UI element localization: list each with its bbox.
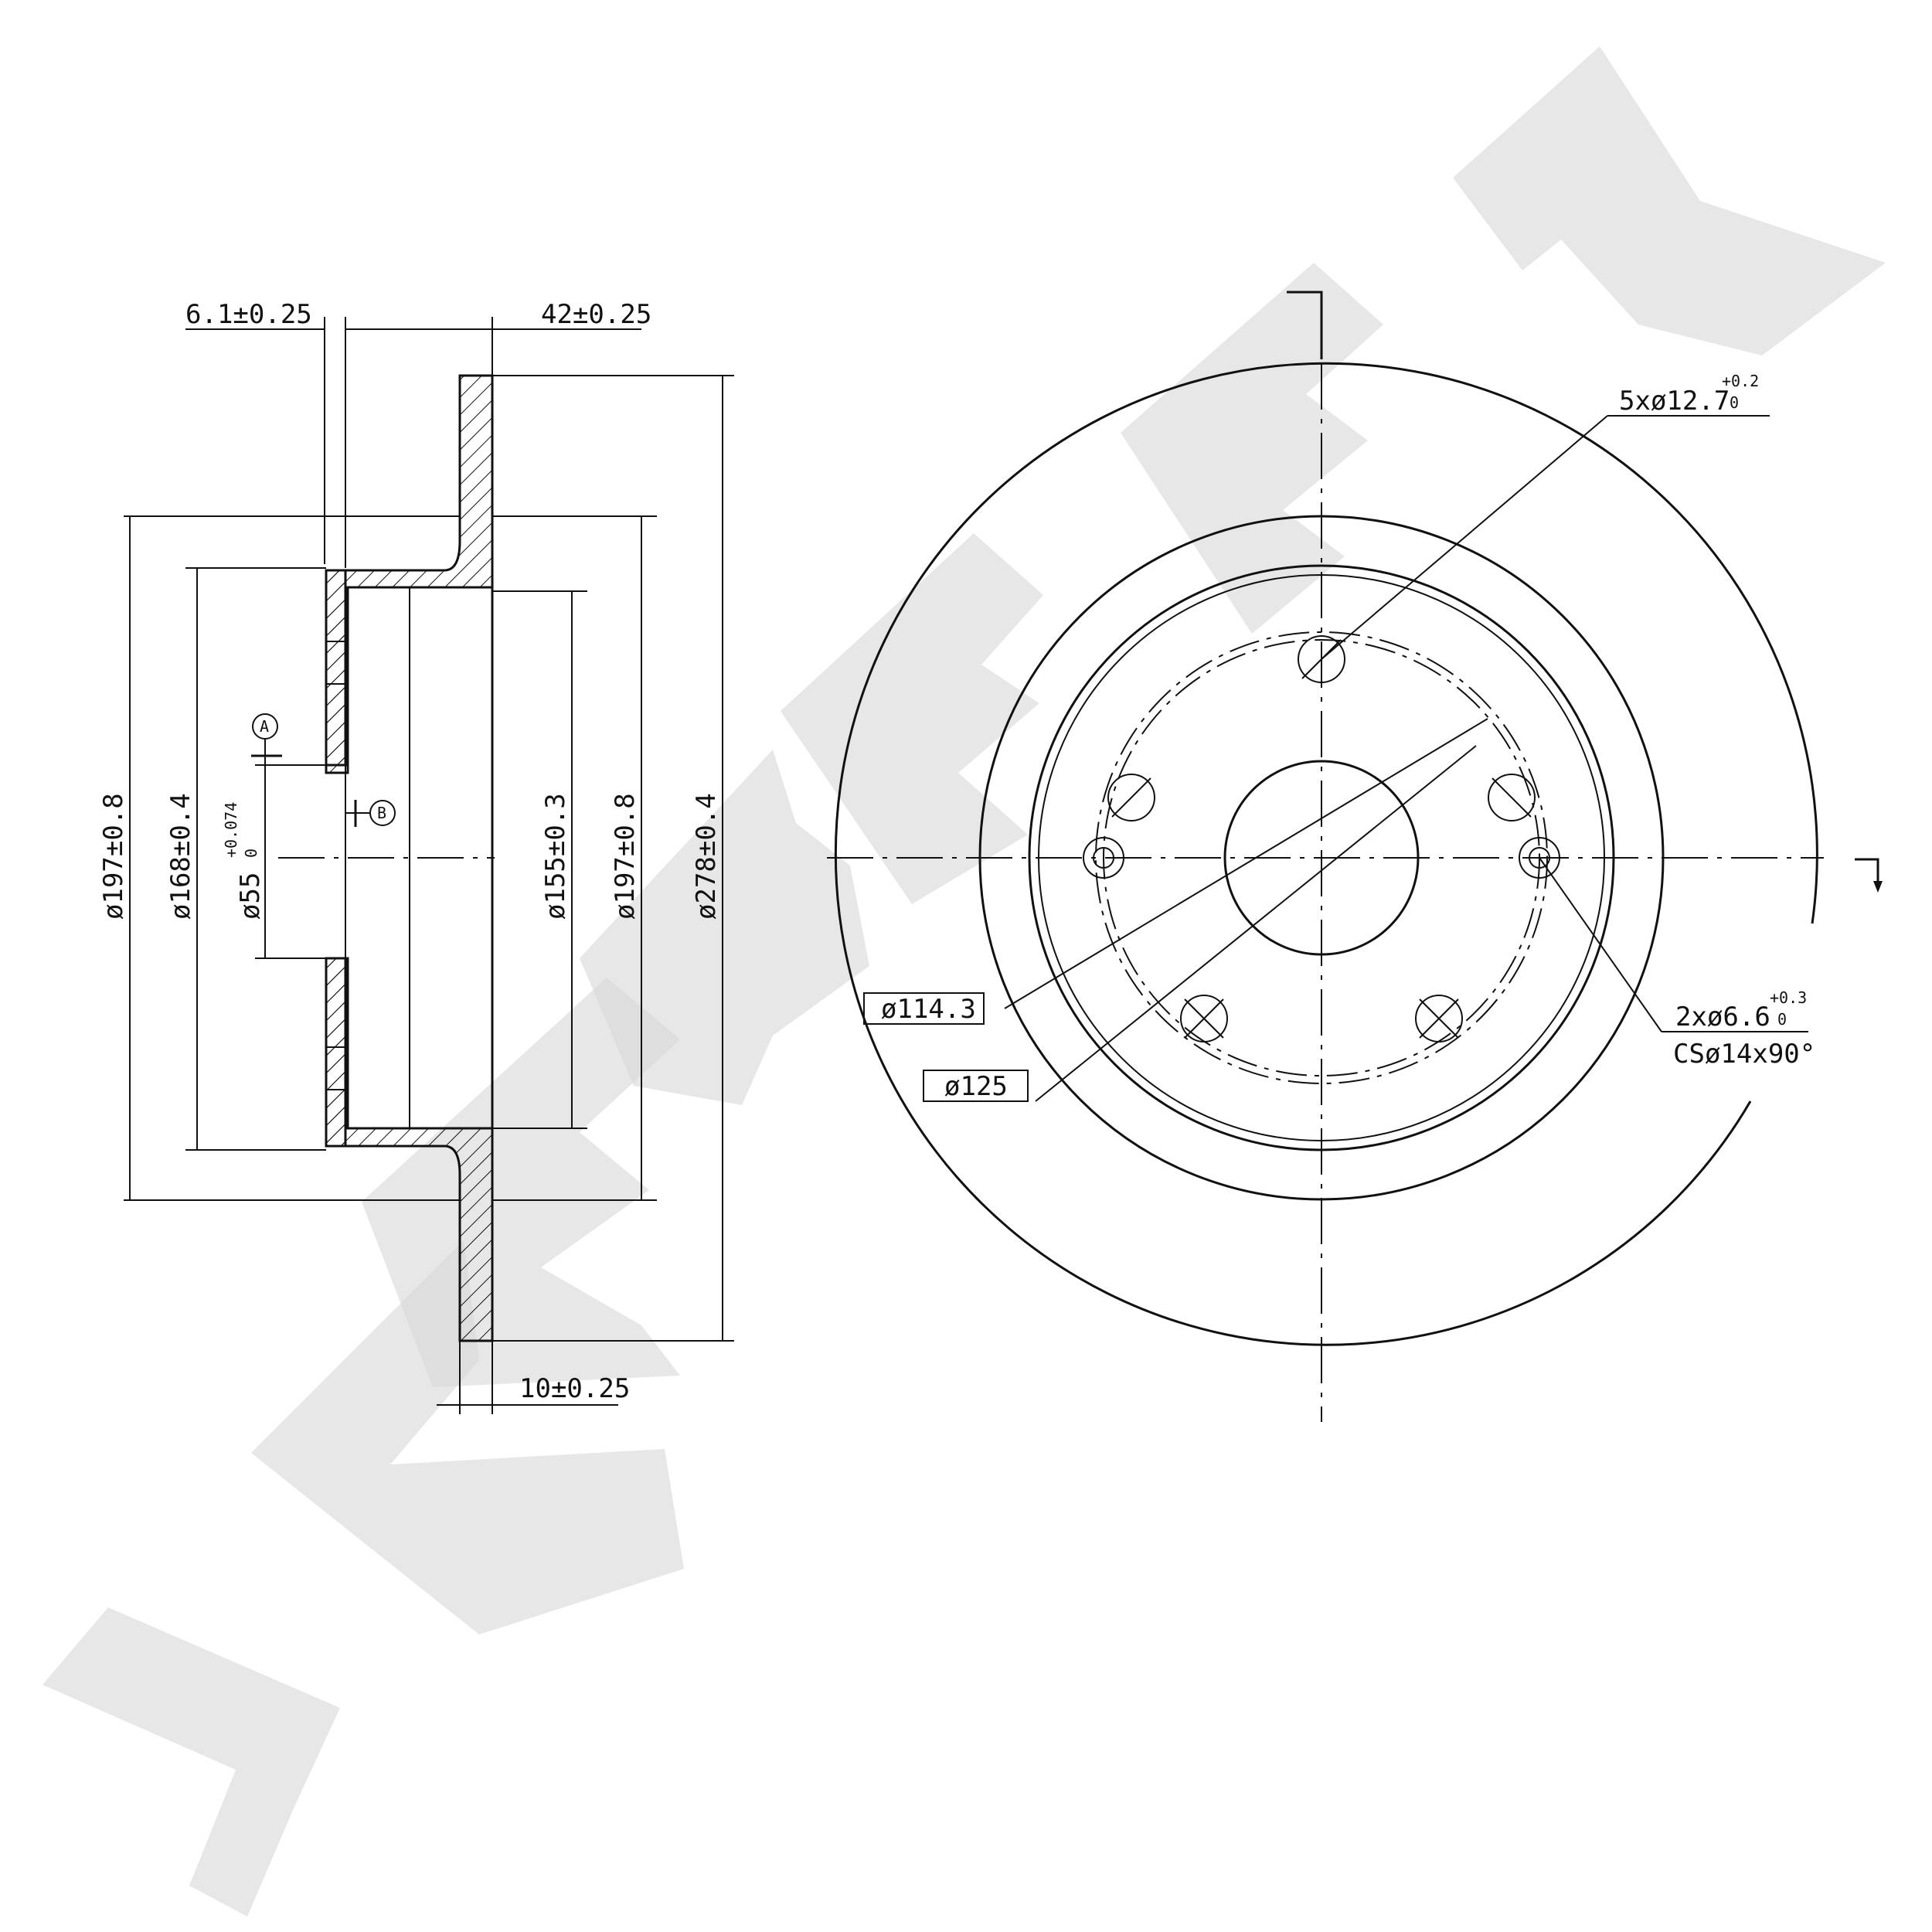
dim-total-height: 42±0.25: [541, 299, 651, 330]
label-bolt-holes-tol-upper: +0.2: [1722, 372, 1759, 390]
front-view: 5xø12.7 +0.2 0 ø114.3 ø125 2xø6.6 +0.3 0…: [827, 291, 1883, 1422]
section-view: 6.1±0.25 42±0.25 10±0.25 ø197±0.8 ø168±0…: [98, 299, 734, 1414]
dim-d168: ø168±0.4: [165, 793, 196, 920]
dim-disc-thickness: 10±0.25: [519, 1373, 630, 1404]
label-pcd: ø114.3: [881, 994, 976, 1025]
bolt-hole-section-top: [325, 641, 346, 685]
label-bolt-holes: 5xø12.7: [1619, 386, 1730, 417]
section-marker-right: [1855, 858, 1879, 881]
bolt-hole-section-bottom: [325, 1046, 346, 1090]
label-125: ø125: [944, 1071, 1008, 1102]
dim-d197-right: ø197±0.8: [610, 793, 641, 920]
label-bolt-holes-tol-lower: 0: [1730, 393, 1739, 412]
label-countersink: CSø14x90°: [1673, 1039, 1815, 1070]
bolt-hole-4: [1180, 995, 1228, 1043]
leader-125: [1035, 745, 1477, 1102]
section-arrow-right: [1873, 881, 1883, 893]
screw-hole-left: [1083, 837, 1124, 879]
dim-hat-thickness: 6.1±0.25: [185, 299, 312, 330]
datum-b-label: B: [377, 804, 386, 822]
section-hub-wall-top: [325, 569, 347, 767]
leader-bolt-holes: [1321, 415, 1608, 660]
label-125-box: [923, 1070, 1029, 1102]
label-screw-holes: 2xø6.6: [1675, 1002, 1770, 1032]
dim-d55: ø55: [235, 872, 266, 920]
label-screw-holes-tol-upper: +0.3: [1770, 988, 1807, 1007]
section-hub-wall-bottom: [325, 957, 347, 1148]
disc-outer-circle: [834, 362, 1818, 1346]
datum-a-label: A: [260, 717, 269, 736]
bolt-hole-5: [1415, 995, 1463, 1043]
dim-d278: ø278±0.4: [691, 793, 722, 920]
bolt-hole-3: [1488, 774, 1536, 821]
dim-d197-left: ø197±0.8: [98, 793, 129, 920]
bolt-hole-2: [1107, 774, 1155, 821]
zentek-watermark: [43, 46, 1886, 1917]
dim-d55-tol-upper: +0.074: [222, 802, 240, 858]
label-screw-holes-tol-lower: 0: [1777, 1010, 1787, 1029]
label-pcd-box: [863, 992, 985, 1025]
section-profile-top: [325, 374, 494, 774]
dim-d155: ø155±0.3: [540, 793, 571, 920]
leader-screw-holes: [1539, 857, 1662, 1032]
dim-d55-tol-lower: 0: [242, 849, 260, 858]
screw-hole-right: [1519, 837, 1560, 879]
leader-pcd: [1004, 718, 1488, 1009]
section-marker-top: [1287, 291, 1323, 359]
